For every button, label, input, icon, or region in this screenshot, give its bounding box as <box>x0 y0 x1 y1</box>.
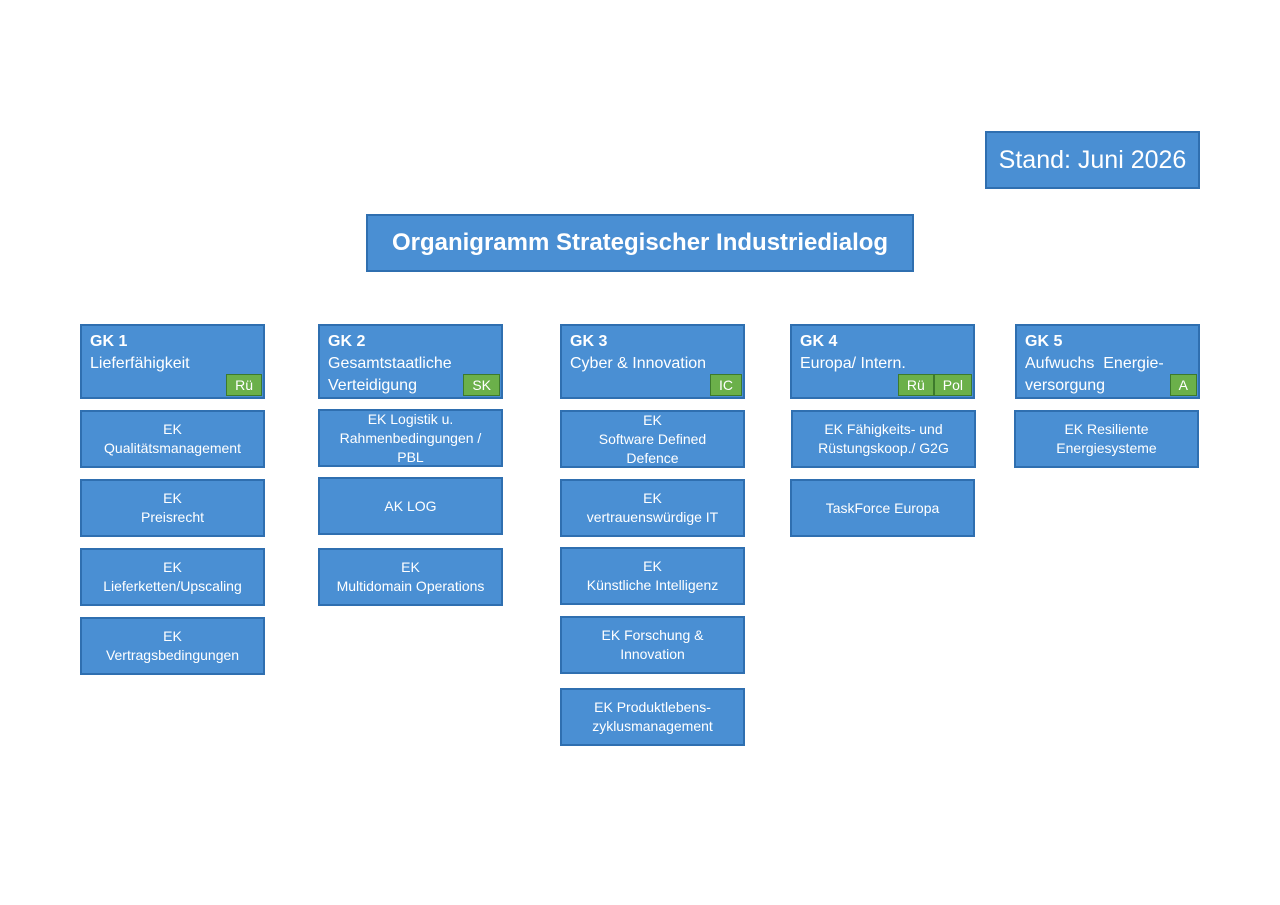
ek-kuenstliche-intelligenz-box: EK Künstliche Intelligenz <box>560 547 745 605</box>
ek-preisrecht-box: EK Preisrecht <box>80 479 265 537</box>
gk-2-box: GK 2 Gesamtstaatliche Verteidigung SK <box>318 324 503 399</box>
stand-date-box: Stand: Juni 2026 <box>985 131 1200 189</box>
gk-5-tags: A <box>1169 374 1197 396</box>
ek-label: EK Preisrecht <box>140 490 205 525</box>
ek-label: EK Logistik u. Rahmenbedingungen / PBL <box>339 410 482 465</box>
gk-5-box: GK 5 Aufwuchs Energie- versorgung A <box>1015 324 1200 399</box>
gk-4-number: GK 4 <box>800 333 838 350</box>
ek-label: EK Forschung & Innovation <box>601 627 704 662</box>
gk-4-name: Europa/ Intern. <box>800 355 906 372</box>
taskforce-europa-box: TaskForce Europa <box>790 479 975 537</box>
ek-logistik-box: EK Logistik u. Rahmenbedingungen / PBL <box>318 409 503 467</box>
ek-resiliente-energiesysteme-box: EK Resiliente Energiesysteme <box>1014 410 1199 468</box>
gk-5-tag-a: A <box>1169 374 1197 396</box>
gk-4-box: GK 4 Europa/ Intern. Rü Pol <box>790 324 975 399</box>
gk-3-box: GK 3 Cyber & Innovation IC <box>560 324 745 399</box>
gk-4-tag-ru: Rü <box>897 374 934 396</box>
gk-4-tags: Rü Pol <box>897 374 972 396</box>
ek-label: EK vertrauenswürdige IT <box>586 490 719 525</box>
ek-vertragsbedingungen-box: EK Vertragsbedingungen <box>80 617 265 675</box>
org-chart-title: Organigramm Strategischer Industriedialo… <box>391 229 889 256</box>
gk-3-number: GK 3 <box>570 333 608 350</box>
gk-1-name: Lieferfähigkeit <box>90 355 190 372</box>
gk-1-tags: Rü <box>226 374 262 396</box>
ek-label: EK Qualitätsmanagement <box>104 421 241 456</box>
ek-vertrauenswuerdige-it-box: EK vertrauenswürdige IT <box>560 479 745 537</box>
gk-4-tag-pol: Pol <box>933 374 972 396</box>
gk-1-box: GK 1 Lieferfähigkeit Rü <box>80 324 265 399</box>
ek-qualitaetsmanagement-box: EK Qualitätsmanagement <box>80 410 265 468</box>
ek-label: EK Vertragsbedingungen <box>105 628 240 663</box>
ek-label: AK LOG <box>384 497 437 514</box>
ek-forschung-innovation-box: EK Forschung & Innovation <box>560 616 745 674</box>
ek-label: EK Resiliente Energiesysteme <box>1056 421 1157 456</box>
ak-log-box: AK LOG <box>318 477 503 535</box>
gk-2-number: GK 2 <box>328 333 366 350</box>
gk-2-name: Gesamtstaatliche Verteidigung <box>328 355 452 394</box>
ek-faehigkeits-ruestungskoop-box: EK Fähigkeits- und Rüstungskoop./ G2G <box>791 410 976 468</box>
gk-1-tag-ru: Rü <box>226 374 262 396</box>
stand-date-label: Stand: Juni 2026 <box>998 145 1187 174</box>
org-chart-title-box: Organigramm Strategischer Industriedialo… <box>366 214 914 272</box>
gk-3-tags: IC <box>710 374 742 396</box>
ek-produktlebenszyklus-box: EK Produktlebens- zyklusmanagement <box>560 688 745 746</box>
gk-1-number: GK 1 <box>90 333 128 350</box>
gk-5-number: GK 5 <box>1025 333 1063 350</box>
ek-label: TaskForce Europa <box>825 499 940 516</box>
ek-label: EK Künstliche Intelligenz <box>586 558 719 593</box>
ek-label: EK Fähigkeits- und Rüstungskoop./ G2G <box>818 421 949 456</box>
ek-label: EK Software Defined Defence <box>598 411 707 466</box>
ek-lieferketten-box: EK Lieferketten/Upscaling <box>80 548 265 606</box>
ek-label: EK Multidomain Operations <box>336 559 485 594</box>
ek-label: EK Lieferketten/Upscaling <box>103 559 242 594</box>
gk-5-name: Aufwuchs Energie- versorgung <box>1025 355 1164 394</box>
ek-software-defined-defence-box: EK Software Defined Defence <box>560 410 745 468</box>
ek-multidomain-box: EK Multidomain Operations <box>318 548 503 606</box>
gk-3-name: Cyber & Innovation <box>570 355 707 372</box>
gk-3-tag-ic: IC <box>710 374 742 396</box>
gk-2-tags: SK <box>463 374 500 396</box>
gk-2-tag-sk: SK <box>463 374 500 396</box>
ek-label: EK Produktlebens- zyklusmanagement <box>592 699 713 734</box>
